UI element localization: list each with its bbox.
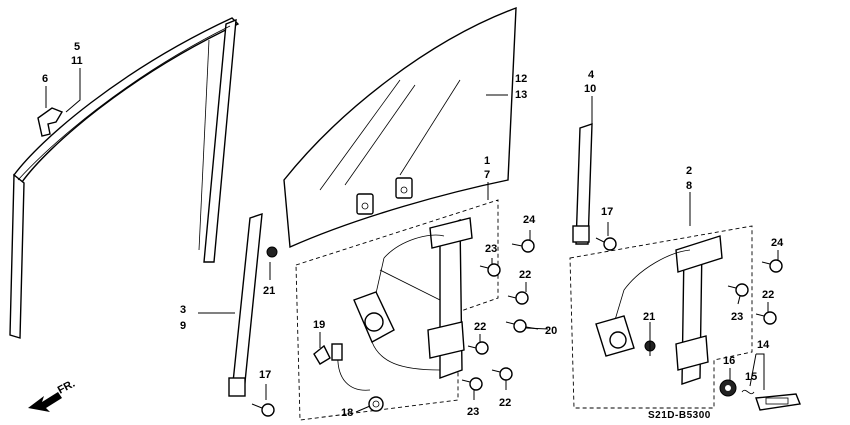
front-direction-marker: FR.: [28, 378, 77, 412]
leader-lines: [45, 68, 779, 413]
label-17-left: 17: [259, 369, 271, 381]
front-marker-label: FR.: [56, 378, 77, 397]
clip-part-6: [37, 107, 64, 137]
label-6: 6: [42, 73, 48, 85]
front-channel: [228, 212, 263, 397]
label-24-right: 24: [771, 237, 784, 249]
window-regulator-left: [331, 217, 473, 391]
diagram-code: S21D-B5300: [648, 410, 711, 421]
bolt-17-left: [251, 403, 275, 417]
label-19: 19: [313, 319, 325, 331]
label-16: 16: [723, 355, 735, 367]
bolt-24-left: [511, 239, 535, 253]
bolt-22-d: [755, 311, 777, 325]
bolt-22-c: [491, 367, 513, 381]
label-18: 18: [341, 407, 353, 419]
handle-14: [755, 393, 801, 411]
label-15: 15: [745, 371, 757, 383]
label-22-b: 22: [474, 321, 486, 333]
label-10: 10: [584, 83, 596, 95]
label-13: 13: [515, 89, 527, 101]
clip-19: [313, 344, 331, 365]
label-17-right: 17: [601, 206, 613, 218]
washer-16: [719, 379, 737, 397]
label-20: 20: [545, 325, 557, 337]
bolt-24-right: [761, 259, 783, 273]
label-21-left: 21: [263, 285, 275, 297]
label-23-b: 23: [467, 406, 479, 418]
grommet-18: [368, 396, 384, 412]
label-7: 7: [484, 169, 490, 181]
label-14: 14: [757, 339, 770, 351]
label-23-c: 23: [731, 311, 743, 323]
bolt-22-a: [507, 291, 529, 305]
label-1: 1: [484, 155, 490, 167]
label-2: 2: [686, 165, 692, 177]
label-4: 4: [588, 69, 595, 81]
regulator-box-right: [569, 225, 753, 409]
bolt-23-b: [461, 377, 483, 391]
label-21-right: 21: [643, 311, 655, 323]
rear-channel: [572, 123, 593, 245]
bolt-17-right: [595, 237, 617, 251]
label-12: 12: [515, 73, 527, 85]
bolt-23-c: [727, 283, 749, 297]
label-22-d: 22: [762, 289, 774, 301]
window-regulator-right: [595, 235, 723, 385]
label-22-a: 22: [519, 269, 531, 281]
label-22-c: 22: [499, 397, 511, 409]
bolt-23-a: [479, 263, 501, 277]
label-5: 5: [74, 41, 80, 53]
part-labels: 5 11 6 12 13 4 10 3 9 1 7 2 8 21 21 17 1…: [42, 41, 784, 419]
label-11: 11: [71, 55, 83, 67]
label-9: 9: [180, 320, 186, 332]
run-channel-seal: [9, 17, 240, 339]
label-23-a: 23: [485, 243, 497, 255]
spring-15: [741, 389, 755, 395]
label-8: 8: [686, 180, 692, 192]
label-24-left: 24: [523, 214, 536, 226]
fastener-21-left: [266, 246, 278, 258]
label-3: 3: [180, 304, 186, 316]
bolt-22-b: [467, 341, 489, 355]
bolt-20: [505, 319, 527, 333]
door-glass: [283, 6, 517, 249]
